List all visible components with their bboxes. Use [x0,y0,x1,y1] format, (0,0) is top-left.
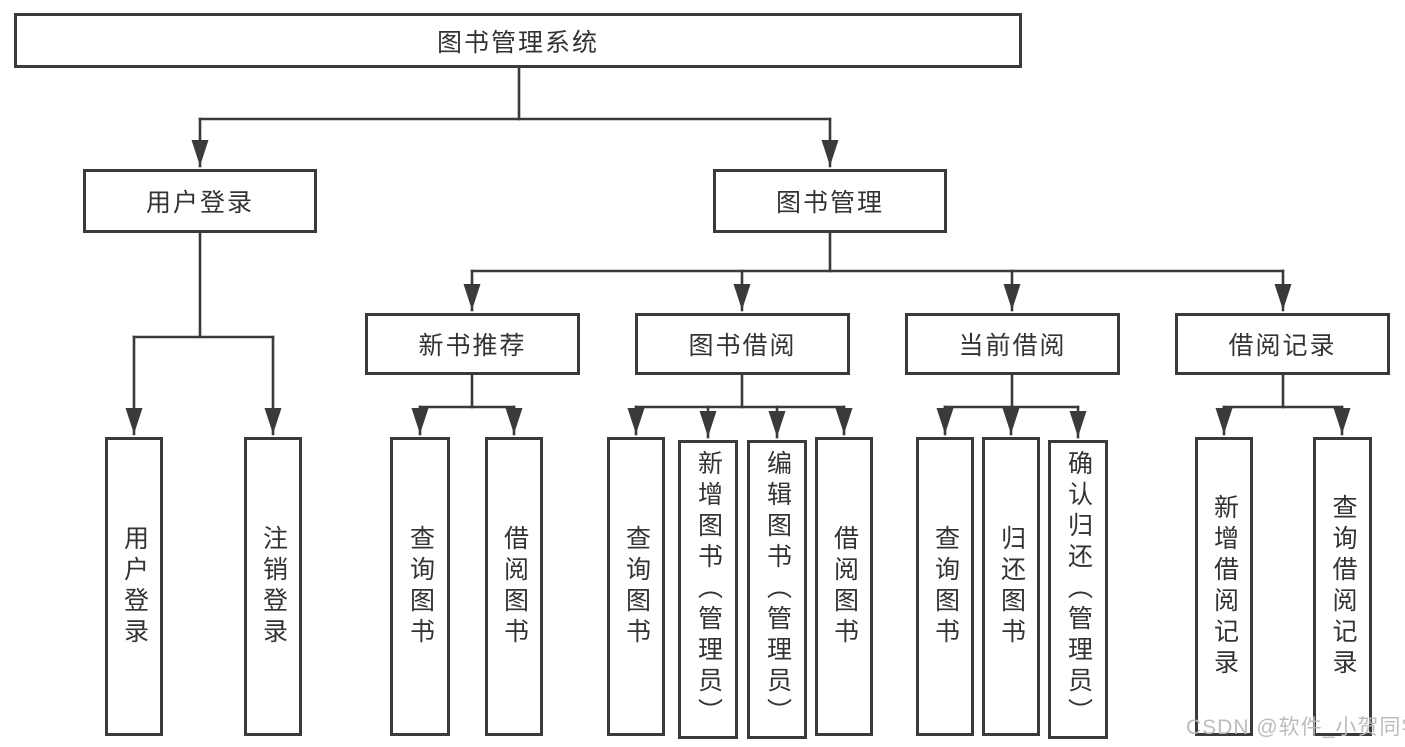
node-label: 借阅图书 [830,524,859,649]
node-book-borrowing: 图书借阅 [635,313,850,375]
node-label: 新书推荐 [418,332,527,360]
node-label: 查询图书 [622,524,651,649]
connector-root-to-level2 [191,66,839,168]
connector-book-borrow-leaves [627,373,853,439]
node-label: 查询借阅记录 [1329,493,1357,680]
connector-new-book-leaves [411,373,523,436]
node-label: 归还图书 [997,524,1026,649]
node-library-management-system: 图书管理系统 [14,13,1022,68]
node-label: 查询图书 [931,524,960,649]
leaf-add-books-admin: 新增图书（管理员） [678,440,738,739]
leaf-logout: 注销登录 [244,437,302,736]
connector-borrow-records-leaves [1215,373,1351,436]
leaf-borrowing-query-books: 查询图书 [607,437,665,736]
connector-user-login-leaves [125,231,282,436]
leaf-edit-books-admin: 编辑图书（管理员） [747,440,807,739]
connector-current-borrow-leaves [936,373,1087,439]
node-book-management: 图书管理 [713,169,947,233]
node-label: 用户登录 [120,524,149,649]
node-label: 新增借阅记录 [1210,493,1239,680]
leaf-borrowing-borrow-books: 借阅图书 [815,437,873,736]
node-current-borrowing: 当前借阅 [905,313,1120,375]
node-label: 借阅记录 [1228,332,1337,360]
node-borrowing-records: 借阅记录 [1175,313,1390,375]
leaf-newbook-borrow-books: 借阅图书 [485,437,543,736]
node-label: 用户登录 [145,189,254,217]
node-label: 新增图书（管理员） [694,450,723,729]
leaf-confirm-return-admin: 确认归还（管理员） [1048,440,1108,739]
node-label: 借阅图书 [500,524,529,649]
node-label: 图书管理 [775,189,884,217]
node-label: 注销登录 [259,524,288,649]
csdn-watermark: CSDN @软件_小贺同学 [1186,716,1405,739]
node-label: 图书借阅 [688,332,797,360]
leaf-add-borrow-record: 新增借阅记录 [1195,437,1253,736]
node-label: 编辑图书（管理员） [763,450,792,729]
node-user-login: 用户登录 [83,169,317,233]
leaf-current-query-books: 查询图书 [916,437,974,736]
leaf-return-books: 归还图书 [982,437,1040,736]
node-new-book-recommendation: 新书推荐 [365,313,580,375]
node-label: 图书管理系统 [436,28,599,57]
connector-management-to-level3 [463,231,1292,312]
node-label: 确认归还（管理员） [1064,450,1093,729]
node-label: 查询图书 [406,524,435,649]
leaf-user-login: 用户登录 [105,437,163,736]
node-label: 当前借阅 [958,332,1067,360]
leaf-newbook-query-books: 查询图书 [390,437,450,736]
leaf-query-borrow-record: 查询借阅记录 [1313,437,1372,736]
